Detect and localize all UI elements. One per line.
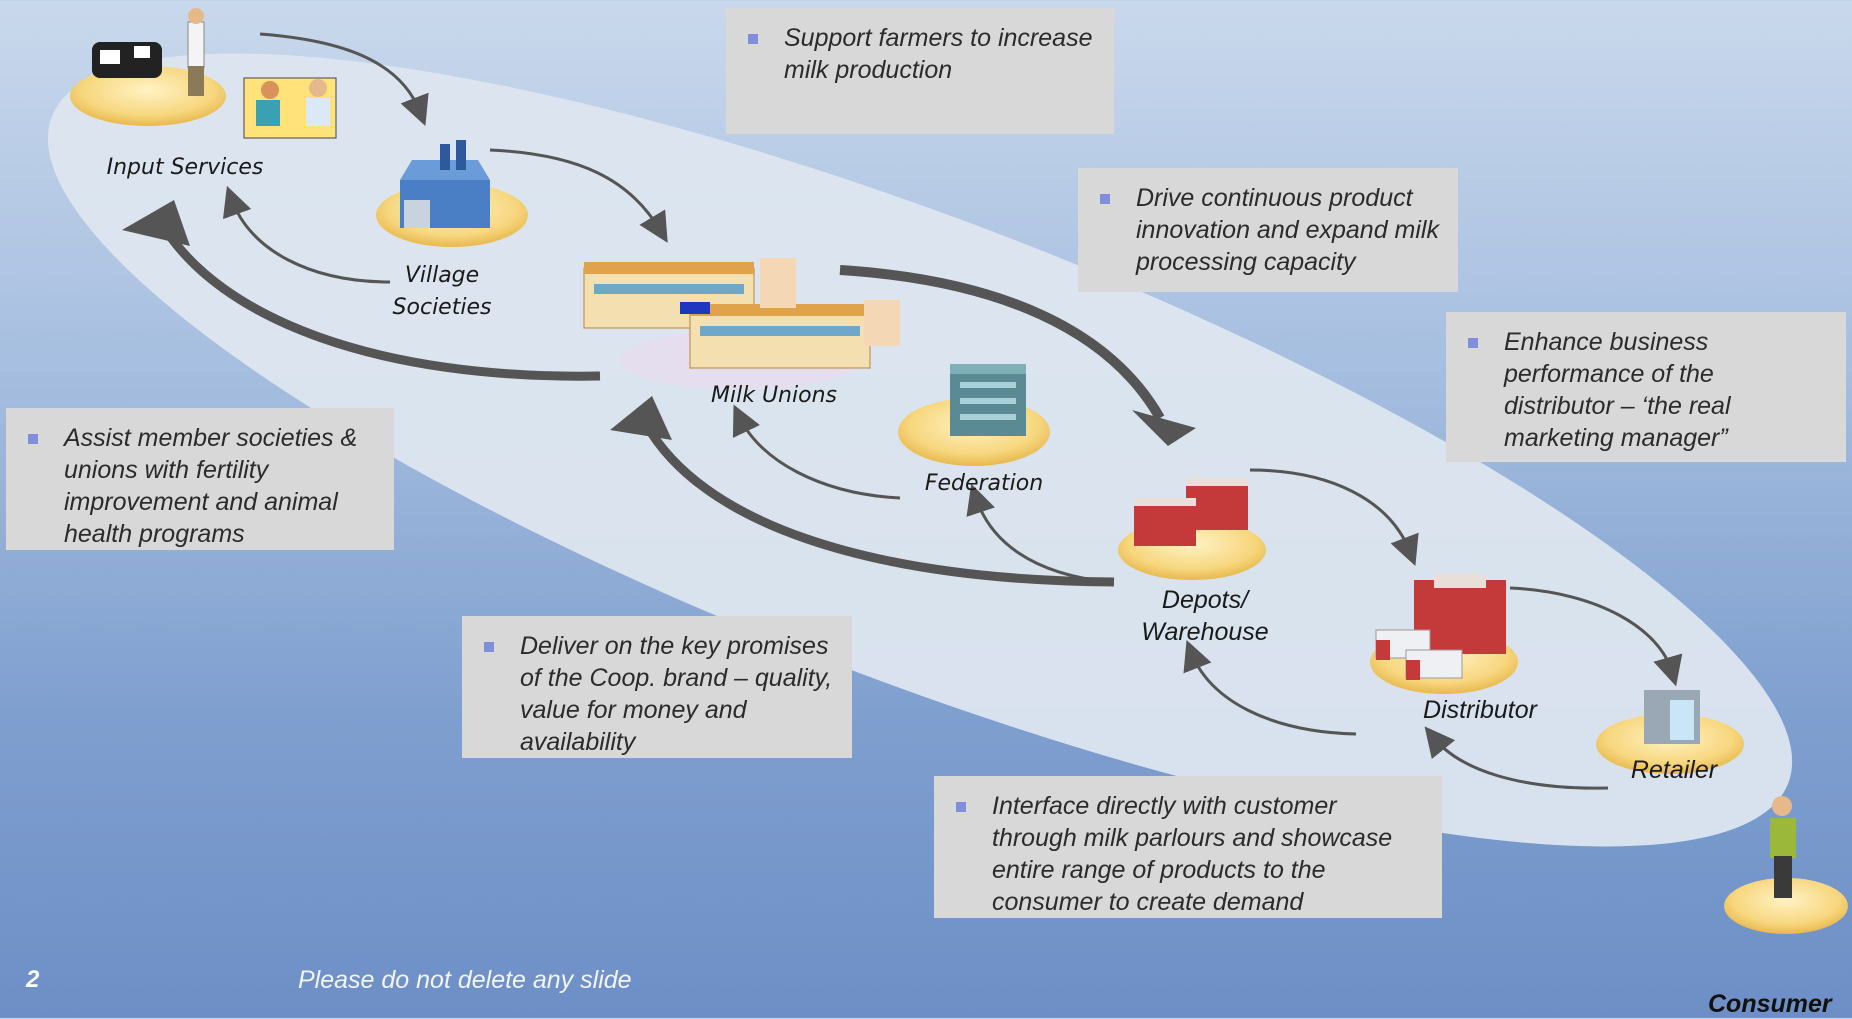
retailer-store-icon: [1644, 690, 1700, 744]
label-input-services: Input Services: [106, 155, 264, 180]
callout-assist-members: Assist member societies & unions with fe…: [6, 408, 394, 550]
village-society-building-icon: [400, 140, 490, 228]
label-village-line1: Village: [404, 263, 480, 288]
label-milk-unions: Milk Unions: [711, 383, 837, 408]
label-village-line2: Societies: [392, 295, 492, 320]
arrow-federation-to-unions: [732, 404, 901, 500]
arrow-village-to-unions: [489, 148, 668, 243]
arrow-depots-to-distributor: [1249, 468, 1419, 566]
distributor-trucks-icon: [1375, 574, 1506, 680]
consultation-icon: [243, 77, 337, 139]
label-depots-warehouse: Depots/ Warehouse: [1122, 584, 1288, 648]
platform-consumer: [1724, 878, 1848, 934]
bullet-icon: [484, 642, 494, 652]
dairy-plant-icon: [583, 258, 900, 369]
arrow-unions-to-depots-head: [1132, 410, 1196, 446]
label-depots-line1: Depots/: [1161, 586, 1249, 614]
callout-product-innovation: Drive continuous product innovation and …: [1078, 168, 1458, 292]
footer-note: Please do not delete any slide: [298, 966, 632, 994]
label-federation: Federation: [924, 471, 1044, 496]
callout-customer-interface: Interface directly with customer through…: [934, 776, 1442, 918]
arrow-unions-to-depots: [839, 265, 1165, 421]
arrow-depots-to-unions-head: [610, 396, 672, 440]
arrow-unions-to-input-thick: [158, 221, 601, 381]
arrow-village-to-input: [222, 185, 391, 284]
label-depots-line2: Warehouse: [1141, 618, 1269, 646]
arrow-depots-to-unions-thick: [642, 421, 1115, 587]
callout-brand-promises: Deliver on the key promises of the Coop.…: [462, 616, 852, 758]
bullet-icon: [1468, 338, 1478, 348]
label-retailer: Retailer: [1630, 756, 1718, 784]
depots-warehouse-icon: [1134, 478, 1248, 546]
platform-input-services: [70, 66, 226, 126]
bullet-icon: [28, 434, 38, 444]
label-village-societies: Village Societies: [382, 260, 502, 324]
arrow-distributor-to-retailer: [1509, 586, 1683, 687]
arrow-distributor-to-depots: [1183, 640, 1357, 736]
arrow-unions-to-input-head: [122, 200, 190, 246]
consumer-person-icon: [1770, 796, 1796, 898]
arrow-retailer-to-distributor: [1424, 726, 1609, 790]
bullet-icon: [1100, 194, 1110, 204]
label-distributor: Distributor: [1423, 696, 1537, 724]
federation-building-icon: [950, 364, 1026, 436]
bullet-icon: [748, 34, 758, 44]
arrow-input-to-village: [259, 32, 429, 126]
callout-support-farmers: Support farmers to increase milk product…: [726, 8, 1114, 134]
bullet-icon: [956, 802, 966, 812]
page-number: 2: [26, 966, 40, 993]
cows-farmer-icon: [92, 8, 205, 96]
label-consumer: Consumer: [1708, 990, 1832, 1018]
callout-distributor-performance: Enhance business performance of the dist…: [1446, 312, 1846, 462]
forward-arrows: [259, 32, 1683, 687]
